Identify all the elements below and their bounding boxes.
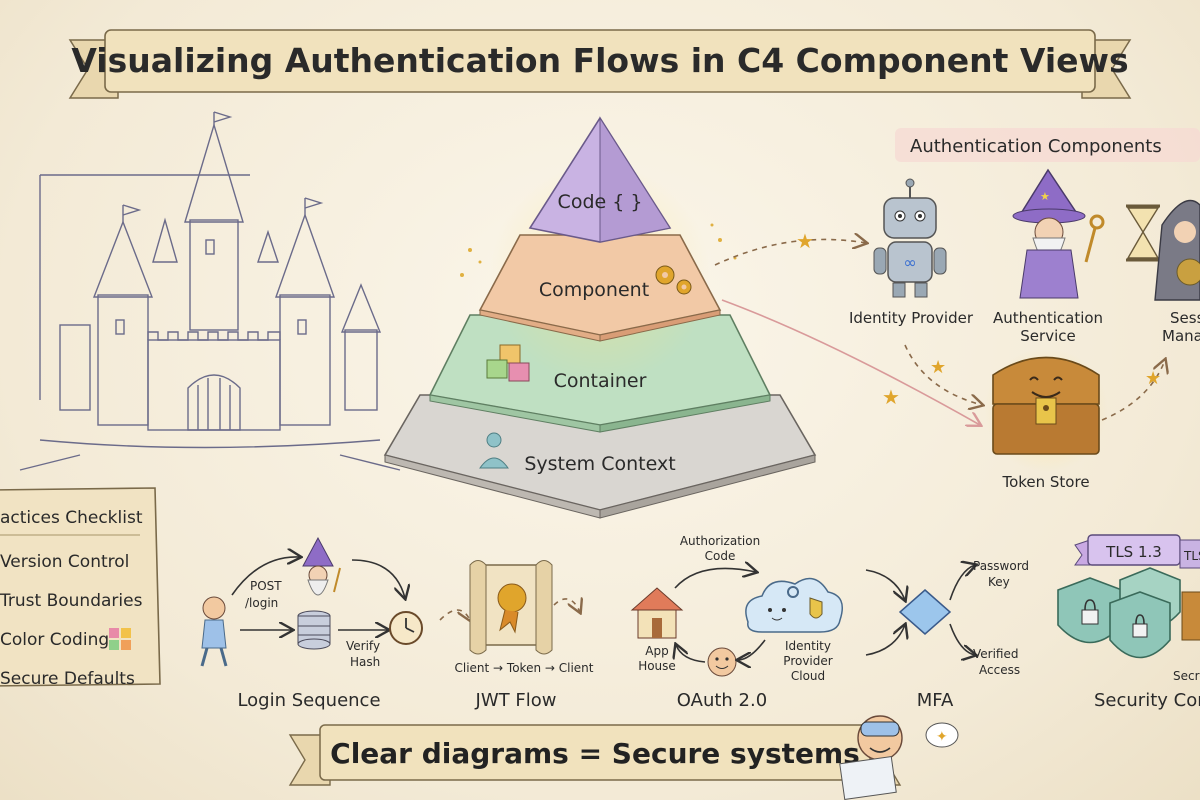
star-icon: ★ bbox=[796, 229, 814, 253]
hourglass-icon bbox=[1126, 204, 1160, 262]
star-icon: ★ bbox=[882, 385, 900, 409]
hooded-figure-icon bbox=[1154, 199, 1200, 301]
component-label: Component bbox=[539, 279, 649, 301]
clock-icon bbox=[389, 611, 423, 645]
oauth-app-label-1: App bbox=[645, 644, 668, 658]
login-sequence-caption: Login Sequence bbox=[237, 690, 380, 711]
checklist-heading: actices Checklist bbox=[0, 508, 143, 528]
wizard-icon: ★ bbox=[1012, 168, 1105, 299]
session-manager-label-1: Sessio bbox=[1170, 309, 1200, 327]
sparkles bbox=[460, 223, 737, 277]
security-secret-label: Secre bbox=[1173, 669, 1200, 683]
pyramid-layer-system-context[interactable]: System Context bbox=[383, 394, 817, 519]
login-sequence-panel: POST /login Verify Hash Login Sequence bbox=[200, 536, 423, 711]
title-banner: Visualizing Authentication Flows in C4 C… bbox=[68, 29, 1132, 99]
person-icon bbox=[486, 432, 502, 448]
wizard-icon bbox=[302, 536, 341, 596]
pyramid-layer-code[interactable]: Code { } bbox=[528, 116, 672, 243]
login-verify-label: Verify bbox=[346, 639, 380, 653]
blueprint-icon bbox=[839, 755, 897, 800]
security-controls-panel: TLS 1.3 TLS Secre Security Con bbox=[1057, 534, 1200, 711]
oauth-panel: Authorization Code App House Identity Pr… bbox=[630, 534, 843, 711]
oauth-caption: OAuth 2.0 bbox=[677, 690, 767, 711]
svg-text:✦: ✦ bbox=[936, 729, 948, 745]
treasure-chest-icon bbox=[984, 348, 1108, 472]
mfa-key-label: Key bbox=[988, 575, 1010, 589]
mfa-panel: Password Key Verified Access MFA bbox=[865, 559, 1029, 711]
mfa-access-label: Access bbox=[979, 663, 1020, 677]
banner-body bbox=[104, 29, 1096, 93]
code-label: Code { } bbox=[558, 191, 643, 213]
page-title: Visualizing Authentication Flows in C4 C… bbox=[71, 41, 1128, 80]
jwt-flow-caption: JWT Flow bbox=[475, 690, 557, 711]
auth-components-section: Authentication Components ∞ Identity Pro… bbox=[849, 128, 1200, 491]
idea-bubble-icon: ✦ bbox=[925, 722, 959, 748]
castle-illustration bbox=[19, 111, 401, 471]
security-caption: Security Con bbox=[1094, 690, 1200, 711]
tls-label: TLS 1.3 bbox=[1105, 543, 1162, 561]
shield-icon bbox=[809, 597, 823, 619]
database-icon bbox=[297, 610, 331, 650]
token-store-label: Token Store bbox=[1001, 473, 1089, 491]
authentication-service-label-1: Authentication bbox=[993, 309, 1103, 327]
mfa-caption: MFA bbox=[917, 690, 954, 711]
decision-diamond bbox=[898, 589, 952, 635]
oauth-idp-label-3: Cloud bbox=[791, 669, 825, 683]
oauth-auth-code-2: Code bbox=[705, 549, 736, 563]
jwt-flow-sequence: Client → Token → Client bbox=[455, 661, 594, 675]
key-icon bbox=[1084, 214, 1105, 263]
robot-icon: ∞ bbox=[873, 178, 947, 298]
best-practices-checklist: actices Checklist Version Control Trust … bbox=[0, 487, 161, 689]
svg-text:∞: ∞ bbox=[903, 253, 916, 272]
session-manager-label-2: Manag bbox=[1162, 327, 1200, 345]
color-swatch-icon bbox=[109, 628, 131, 650]
system-context-label: System Context bbox=[524, 453, 675, 475]
gear-icon bbox=[787, 586, 799, 598]
star-icon: ★ bbox=[930, 357, 946, 378]
user-face-icon bbox=[707, 647, 737, 677]
cloud-icon bbox=[745, 577, 843, 633]
c4-pyramid: System Context Container bbox=[383, 116, 817, 519]
identity-provider-label: Identity Provider bbox=[849, 309, 974, 327]
authentication-service-label-2: Service bbox=[1020, 327, 1075, 345]
oauth-idp-label-1: Identity bbox=[785, 639, 831, 653]
checklist-item: Color Coding bbox=[0, 630, 109, 650]
checklist-item: Trust Boundaries bbox=[0, 591, 143, 611]
safe-icon bbox=[1181, 591, 1200, 641]
footer-banner: Clear diagrams = Secure systems ✦ bbox=[288, 715, 959, 800]
component-flow-arrows: ★ ★ ★ ★ bbox=[714, 229, 1165, 425]
login-path-label: /login bbox=[245, 596, 278, 610]
checklist-item: Secure Defaults bbox=[0, 669, 135, 689]
user-icon bbox=[200, 596, 228, 667]
checklist-item: Version Control bbox=[0, 552, 129, 572]
gears-icon bbox=[655, 265, 692, 295]
login-hash-label: Hash bbox=[350, 655, 380, 669]
login-post-label: POST bbox=[250, 579, 282, 593]
jwt-flow-panel: Client → Token → Client JWT Flow bbox=[439, 560, 594, 711]
mfa-password-label: Password bbox=[973, 559, 1029, 573]
oauth-auth-code-1: Authorization bbox=[680, 534, 760, 548]
shield-icon bbox=[1109, 591, 1171, 659]
mfa-verified-label: Verified bbox=[973, 647, 1019, 661]
auth-components-heading: Authentication Components bbox=[910, 136, 1162, 157]
svg-text:★: ★ bbox=[1040, 190, 1050, 203]
oauth-app-label-2: House bbox=[638, 659, 676, 673]
boxes-icon bbox=[486, 344, 530, 382]
oauth-idp-label-2: Provider bbox=[783, 654, 832, 668]
star-icon: ★ bbox=[1145, 368, 1161, 389]
tls-label-partial: TLS bbox=[1183, 549, 1200, 563]
footer-tagline: Clear diagrams = Secure systems bbox=[330, 737, 860, 770]
character-with-goggles-icon bbox=[839, 715, 903, 800]
scroll-certificate-icon bbox=[469, 560, 553, 655]
house-icon bbox=[630, 587, 684, 639]
